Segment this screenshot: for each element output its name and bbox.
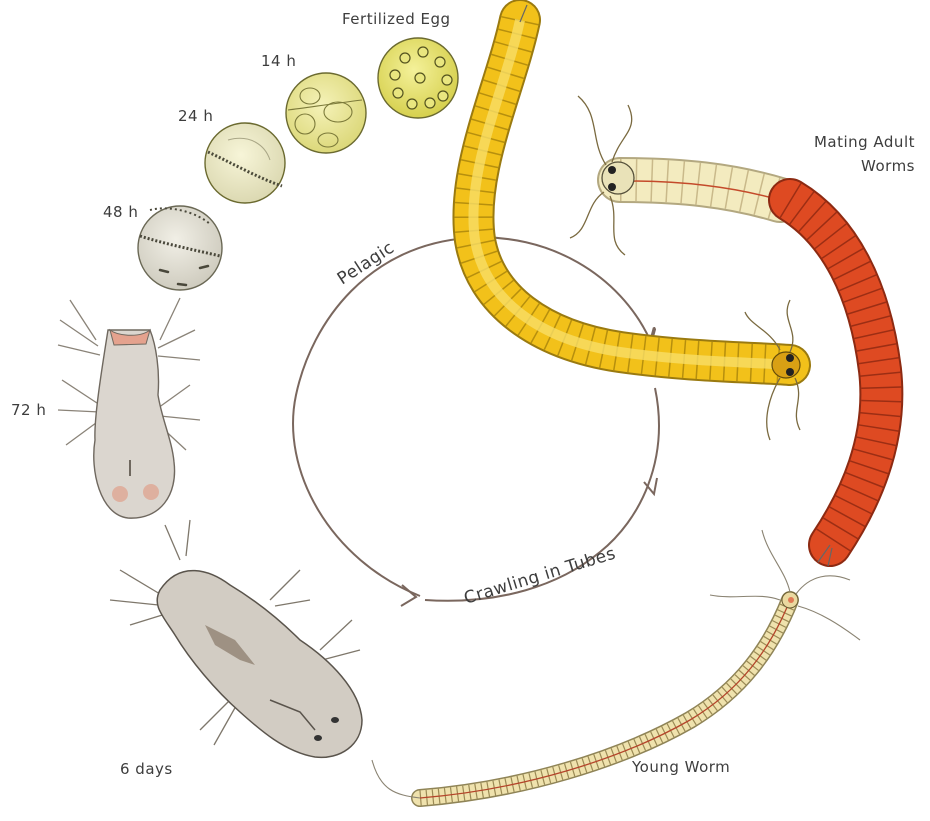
pelagic-label: Pelagic (334, 238, 398, 289)
embryo-24h (205, 123, 285, 203)
mating-adult-label-line2: Worms (800, 157, 915, 175)
larva-6days (110, 520, 362, 757)
pelagic-arrow (293, 237, 650, 596)
stage-24h-label: 24 h (178, 107, 213, 125)
stage-6days-label: 6 days (120, 760, 173, 778)
crawling-label: Crawling in Tubes (462, 544, 619, 609)
stage-14h-label: 14 h (261, 52, 296, 70)
larva-48h (138, 206, 222, 290)
young-worm (372, 530, 860, 798)
stage-48h-label: 48 h (103, 203, 138, 221)
stage-72h-label: 72 h (11, 401, 46, 419)
young-worm-label: Young Worm (632, 758, 730, 776)
larva-72h (58, 298, 200, 518)
fertilized-egg (378, 38, 458, 118)
embryo-14h (286, 73, 366, 153)
adult-worm-yellow (473, 5, 800, 440)
fertilized-egg-label: Fertilized Egg (342, 10, 451, 28)
mating-adult-label: Mating Adult Worms (800, 133, 915, 175)
mating-adult-label-line1: Mating Adult (800, 133, 915, 151)
